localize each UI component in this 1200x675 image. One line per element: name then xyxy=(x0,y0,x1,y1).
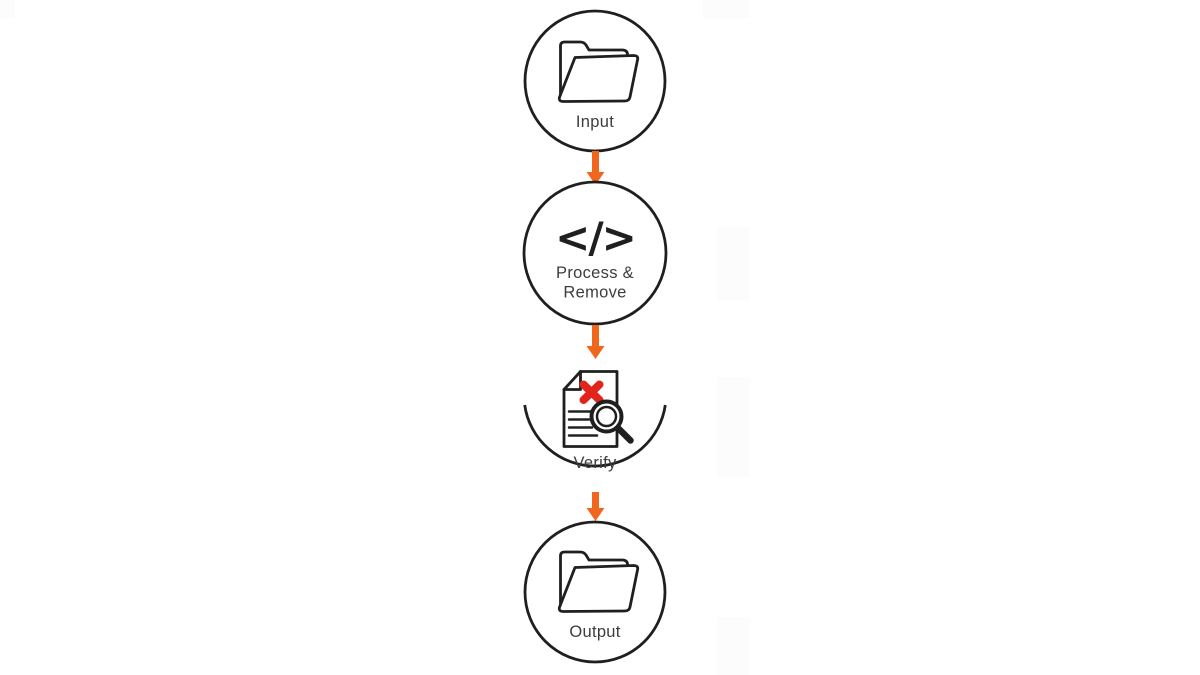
folder-back xyxy=(559,550,629,612)
folder-front xyxy=(557,564,640,613)
document-fold-corner xyxy=(562,370,582,391)
node-circle xyxy=(522,180,668,326)
node-label-process: Process & xyxy=(556,264,634,282)
down-arrow-icon xyxy=(586,151,605,185)
flow-node-process-remove: </> Process & Remove xyxy=(522,180,668,326)
node-label-output: Output xyxy=(569,623,620,641)
node-arc xyxy=(523,404,667,468)
arrow-verify-output xyxy=(586,492,605,521)
document-error-magnifier-icon xyxy=(562,370,634,448)
open-folder-icon xyxy=(557,550,640,613)
folder-back xyxy=(559,40,629,102)
open-folder-icon xyxy=(557,40,640,103)
arrow-input-process xyxy=(586,151,605,185)
flow-node-verify: Verify xyxy=(523,370,667,472)
code-icon: </> xyxy=(555,213,635,262)
edge-artifact xyxy=(703,0,750,18)
magnifier-icon xyxy=(589,399,634,444)
edge-artifact xyxy=(718,377,750,477)
error-x-icon xyxy=(579,380,604,404)
edge-artifact xyxy=(718,227,750,300)
edge-artifact xyxy=(718,617,750,675)
down-arrow-icon xyxy=(586,492,605,521)
magnifier-lens-inner xyxy=(595,405,618,428)
node-label-input: Input xyxy=(576,113,614,131)
magnifier-handle xyxy=(614,424,634,444)
arrow-process-verify xyxy=(586,325,605,359)
flow-node-output: Output xyxy=(523,520,667,664)
edge-artifact xyxy=(0,0,15,18)
flow-node-input: Input xyxy=(523,9,667,153)
down-arrow-icon xyxy=(586,325,605,359)
node-label-verify: Verify xyxy=(573,454,617,472)
node-label-remove: Remove xyxy=(563,284,626,302)
folder-front xyxy=(557,54,640,103)
